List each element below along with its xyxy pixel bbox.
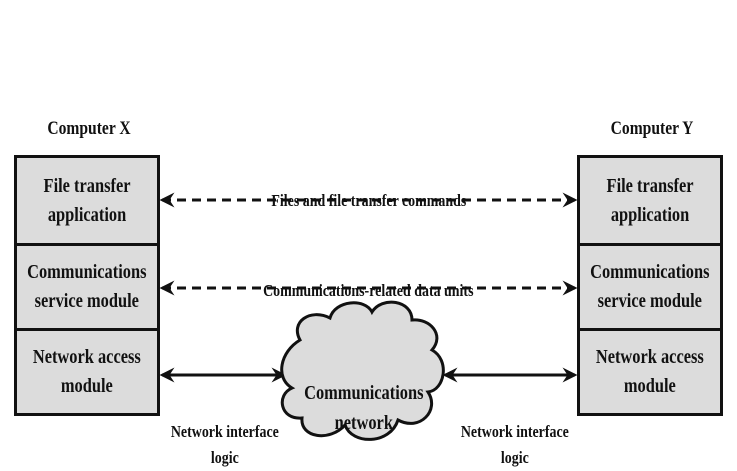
computer-x-file-transfer-layer: File transfer application <box>43 174 131 226</box>
left-interface-label: Network interface logic <box>170 422 279 467</box>
computer-x-stack: File transfer application Communications… <box>14 155 160 416</box>
comm-service-label: Communications-related data units <box>263 281 474 300</box>
computer-y-file-transfer-layer: File transfer application <box>606 174 694 226</box>
computer-y-comm-service-layer: Communications service module <box>580 243 720 328</box>
right-interface-label: Network interface logic <box>460 422 569 467</box>
computer-y-title: Computer Y <box>610 118 694 139</box>
computer-y-stack: File transfer application Communications… <box>577 155 723 416</box>
computer-x-comm-service-layer: Communications service module <box>17 243 157 328</box>
network-cloud-icon <box>280 300 445 441</box>
computer-x-title: Computer X <box>47 118 131 139</box>
network-label: Communications network <box>304 382 424 434</box>
file-transfer-label: Files and file transfer commands <box>271 191 466 210</box>
computer-y-network-access-layer: Network access module <box>580 328 720 413</box>
computer-x-network-access-layer: Network access module <box>17 328 157 413</box>
